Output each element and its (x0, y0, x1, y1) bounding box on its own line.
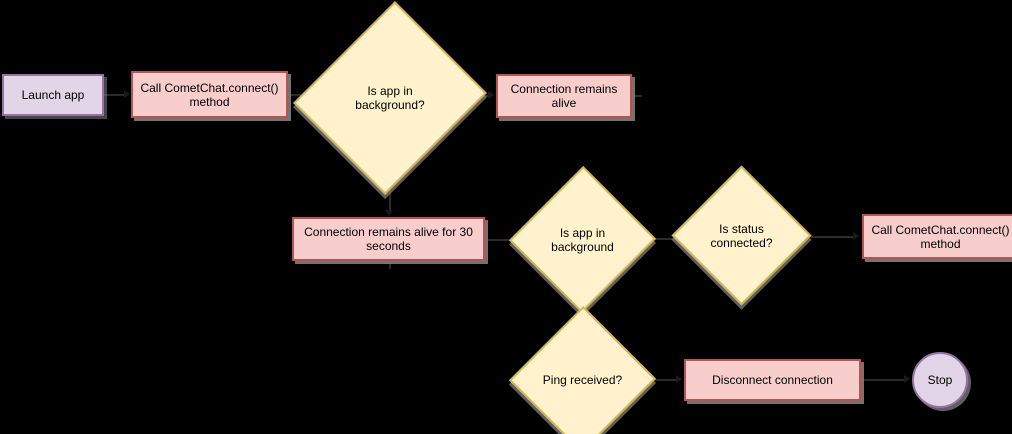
node-connection-remains-alive-label: Connection remains alive (510, 82, 618, 110)
node-disconnect-connection[interactable]: Disconnect connection (684, 359, 861, 401)
node-is-status-connected-label: Is status connected? (710, 221, 773, 250)
node-is-app-in-background-1[interactable]: Is app in background? (293, 1, 487, 195)
edge-ping-to-disconnect (634, 379, 676, 381)
node-disconnect-connection-label: Disconnect connection (712, 373, 833, 387)
edge-decision-to-alive30 (389, 170, 391, 214)
edge-background2-to-status (634, 238, 684, 240)
node-connection-remains-alive-30-seconds[interactable]: Connection remains alive for 30 seconds (292, 217, 485, 261)
node-is-app-in-background-1-label: Is app in background? (355, 84, 425, 112)
node-launch-app[interactable]: Launch app (2, 74, 104, 116)
node-ping-received[interactable]: Ping received? (508, 305, 657, 434)
edge-disconnect-to-stop (861, 379, 904, 381)
node-stop-label: Stop (927, 373, 953, 387)
edge-launch-to-connect (104, 94, 124, 96)
edge-launch-to-connect-arrowhead (124, 90, 130, 98)
node-call-cometchat-connect-1-label: Call CometChat.connect() method (140, 80, 279, 109)
edge-decision-to-alive-arrowhead (488, 91, 494, 99)
edge-alive-right-stub (632, 95, 642, 97)
edge-disconnect-to-stop-arrowhead (904, 375, 910, 383)
edge-ping-to-disconnect-arrowhead (676, 375, 682, 383)
edge-status-to-connect2 (791, 236, 853, 238)
edge-status-to-connect2-arrowhead (853, 232, 859, 240)
node-stop[interactable]: Stop (912, 352, 968, 408)
node-connection-remains-alive-30-seconds-label: Connection remains alive for 30 seconds (304, 225, 473, 253)
edge-alive30-to-background2 (485, 239, 523, 241)
edge-alive30-bottom-arrowhead (385, 258, 393, 264)
diamond-shape (508, 305, 657, 434)
node-is-app-in-background-2[interactable]: Is app in background (508, 165, 657, 314)
node-is-status-connected[interactable]: Is status connected? (671, 165, 812, 306)
node-call-cometchat-connect-1[interactable]: Call CometChat.connect() method (131, 71, 288, 118)
node-is-app-in-background-2-label: Is app in background (551, 225, 614, 254)
node-connection-remains-alive[interactable]: Connection remains alive (496, 74, 632, 118)
node-call-cometchat-connect-2-label: Call CometChat.connect() method (871, 222, 1010, 251)
edge-decision-to-alive30-arrowhead (385, 210, 393, 216)
edge-alive30-bottom-stub (389, 261, 391, 269)
node-launch-app-label: Launch app (21, 88, 85, 102)
node-call-cometchat-connect-2[interactable]: Call CometChat.connect() method (862, 214, 1012, 259)
node-ping-received-label: Ping received? (542, 372, 623, 387)
